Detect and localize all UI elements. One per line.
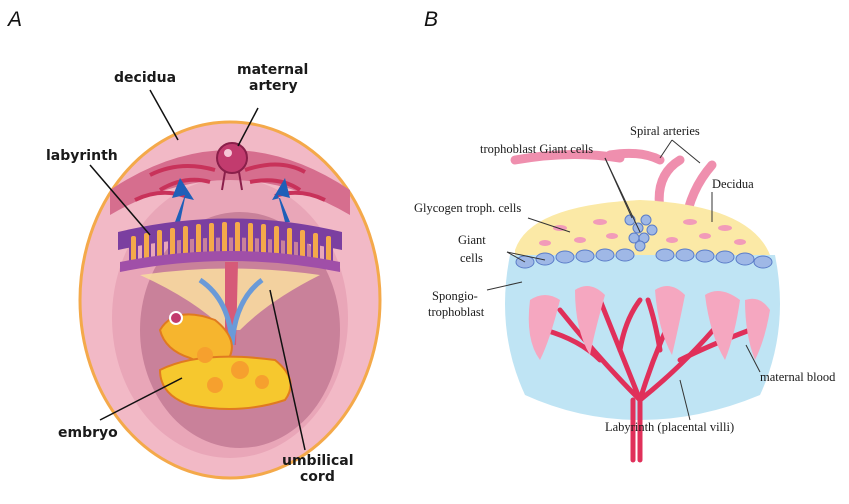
panel-b-illustration: Spiral arteries trophoblast Giant cells … (414, 124, 836, 460)
label-b-trophoblast: trophoblast (428, 305, 485, 319)
label-b-labyrinth: Labyrinth (placental villi) (605, 420, 734, 434)
maternal-artery-bulb (217, 143, 247, 173)
label-b-decidua: Decidua (712, 177, 754, 191)
label-b-glycogen-troph-cells: Glycogen troph. cells (414, 201, 521, 215)
label-b-cells: cells (460, 251, 483, 265)
label-b-spiral-arteries: Spiral arteries (630, 124, 700, 138)
label-a-umbilical: umbilical (282, 453, 354, 469)
label-a-cord: cord (300, 469, 335, 485)
panel-a-illustration: decidua maternal artery labyrinth embryo… (46, 62, 380, 485)
label-b-giant: Giant (458, 233, 486, 247)
label-a-labyrinth: labyrinth (46, 148, 118, 164)
label-a-embryo: embryo (58, 425, 118, 441)
label-b-trophoblast-giant-cells: trophoblast Giant cells (480, 142, 593, 156)
label-a-maternal: maternal (237, 62, 308, 78)
label-b-spongio: Spongio- (432, 289, 478, 303)
label-a-artery: artery (249, 78, 298, 94)
label-a-decidua: decidua (114, 70, 176, 86)
label-b-maternal-blood: maternal blood (760, 370, 836, 384)
